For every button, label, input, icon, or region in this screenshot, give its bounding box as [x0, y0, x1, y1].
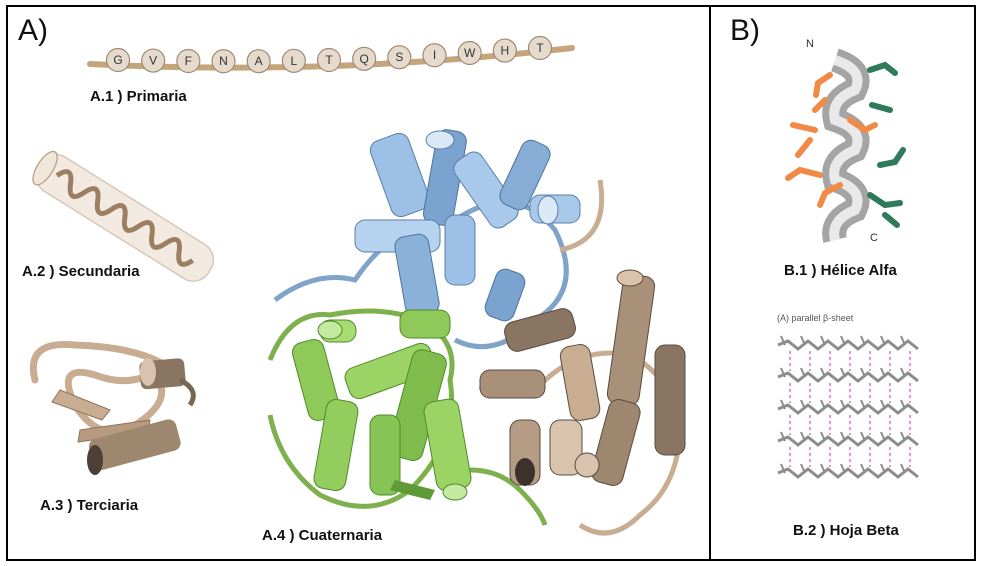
residue-bead	[176, 48, 201, 74]
subunit-blue	[273, 129, 581, 350]
side-chain	[860, 463, 866, 474]
residue-letter: W	[464, 46, 476, 60]
residue-letter: Q	[359, 52, 368, 66]
side-chain	[880, 399, 886, 410]
side-chain	[880, 367, 886, 378]
residue-letter: N	[219, 54, 228, 68]
side-chain	[780, 431, 786, 442]
sheet-inset-label: (A) parallel β-sheet	[777, 313, 854, 323]
side-chain	[900, 399, 906, 410]
side-chain	[800, 399, 806, 410]
residue-bead	[352, 46, 377, 71]
caption-helix: B.1 ) Hélice Alfa	[784, 262, 897, 279]
residue-letter: H	[500, 44, 509, 58]
subunit-tan	[478, 179, 686, 536]
caption-tertiary: A.3 ) Terciaria	[40, 497, 139, 514]
side-chain	[820, 431, 826, 442]
beta-strand	[777, 403, 919, 415]
residue-bead	[492, 38, 517, 63]
helix-c-terminus-label: C	[870, 232, 878, 244]
beta-sheet	[777, 335, 919, 479]
side-chain	[840, 431, 846, 442]
residue-letter: G	[113, 53, 122, 67]
side-chain	[900, 431, 906, 442]
side-chain	[820, 463, 826, 474]
side-chain	[780, 463, 786, 474]
residue-letter: I	[433, 48, 436, 62]
panel-b-letter: B)	[730, 14, 760, 47]
tertiary-structure-fold	[30, 340, 196, 475]
side-chain	[860, 335, 866, 346]
side-chain	[860, 399, 866, 410]
residue-bead	[211, 49, 236, 74]
residue-letter: T	[536, 41, 544, 55]
residue-letter: A	[255, 54, 263, 68]
caption-sheet: B.2 ) Hoja Beta	[793, 522, 899, 539]
side-chain	[840, 367, 846, 378]
side-chain	[900, 335, 906, 346]
side-chain	[840, 399, 846, 410]
side-chain	[780, 399, 786, 410]
subunit-green	[267, 308, 548, 526]
side-chain	[880, 463, 886, 474]
side-chain	[860, 367, 866, 378]
side-chain	[820, 367, 826, 378]
side-chain	[800, 463, 806, 474]
residue-letter: S	[395, 50, 403, 64]
beta-strand	[777, 435, 919, 447]
secondary-structure-cylinder	[32, 150, 215, 282]
beta-strand	[777, 371, 919, 383]
alpha-helix	[785, 48, 906, 243]
caption-quaternary: A.4 ) Cuaternaria	[262, 527, 383, 544]
residue-bead	[527, 35, 553, 61]
side-chain	[780, 367, 786, 378]
side-chain	[800, 335, 806, 346]
side-chain	[840, 463, 846, 474]
quaternary-structure	[267, 129, 686, 536]
residue-letter: L	[290, 54, 297, 68]
residue-letter: V	[149, 54, 157, 68]
residue-letter: F	[185, 54, 192, 68]
side-chain	[820, 335, 826, 346]
side-chain	[880, 431, 886, 442]
residue-bead	[281, 48, 306, 73]
side-chain	[900, 463, 906, 474]
beta-strand	[777, 339, 919, 351]
panel-b	[709, 5, 976, 561]
side-chain	[820, 399, 826, 410]
residue-bead	[246, 49, 271, 74]
side-chain	[800, 431, 806, 442]
side-chain	[800, 367, 806, 378]
residue-bead	[105, 47, 131, 73]
side-chain	[900, 367, 906, 378]
residue-letter: T	[325, 53, 333, 67]
residue-bead	[387, 45, 412, 70]
side-chain	[880, 335, 886, 346]
residue-bead	[457, 40, 482, 66]
side-chain	[780, 335, 786, 346]
residue-bead	[141, 48, 166, 73]
residue-bead	[316, 47, 342, 73]
beta-strand	[777, 467, 919, 479]
side-chain	[860, 431, 866, 442]
helix-n-terminus-label: N	[806, 38, 814, 50]
panel-a-letter: A)	[18, 14, 48, 47]
caption-secondary: A.2 ) Secundaria	[22, 263, 140, 280]
caption-primary: A.1 ) Primaria	[90, 88, 187, 105]
side-chain	[840, 335, 846, 346]
residue-bead	[422, 43, 447, 68]
